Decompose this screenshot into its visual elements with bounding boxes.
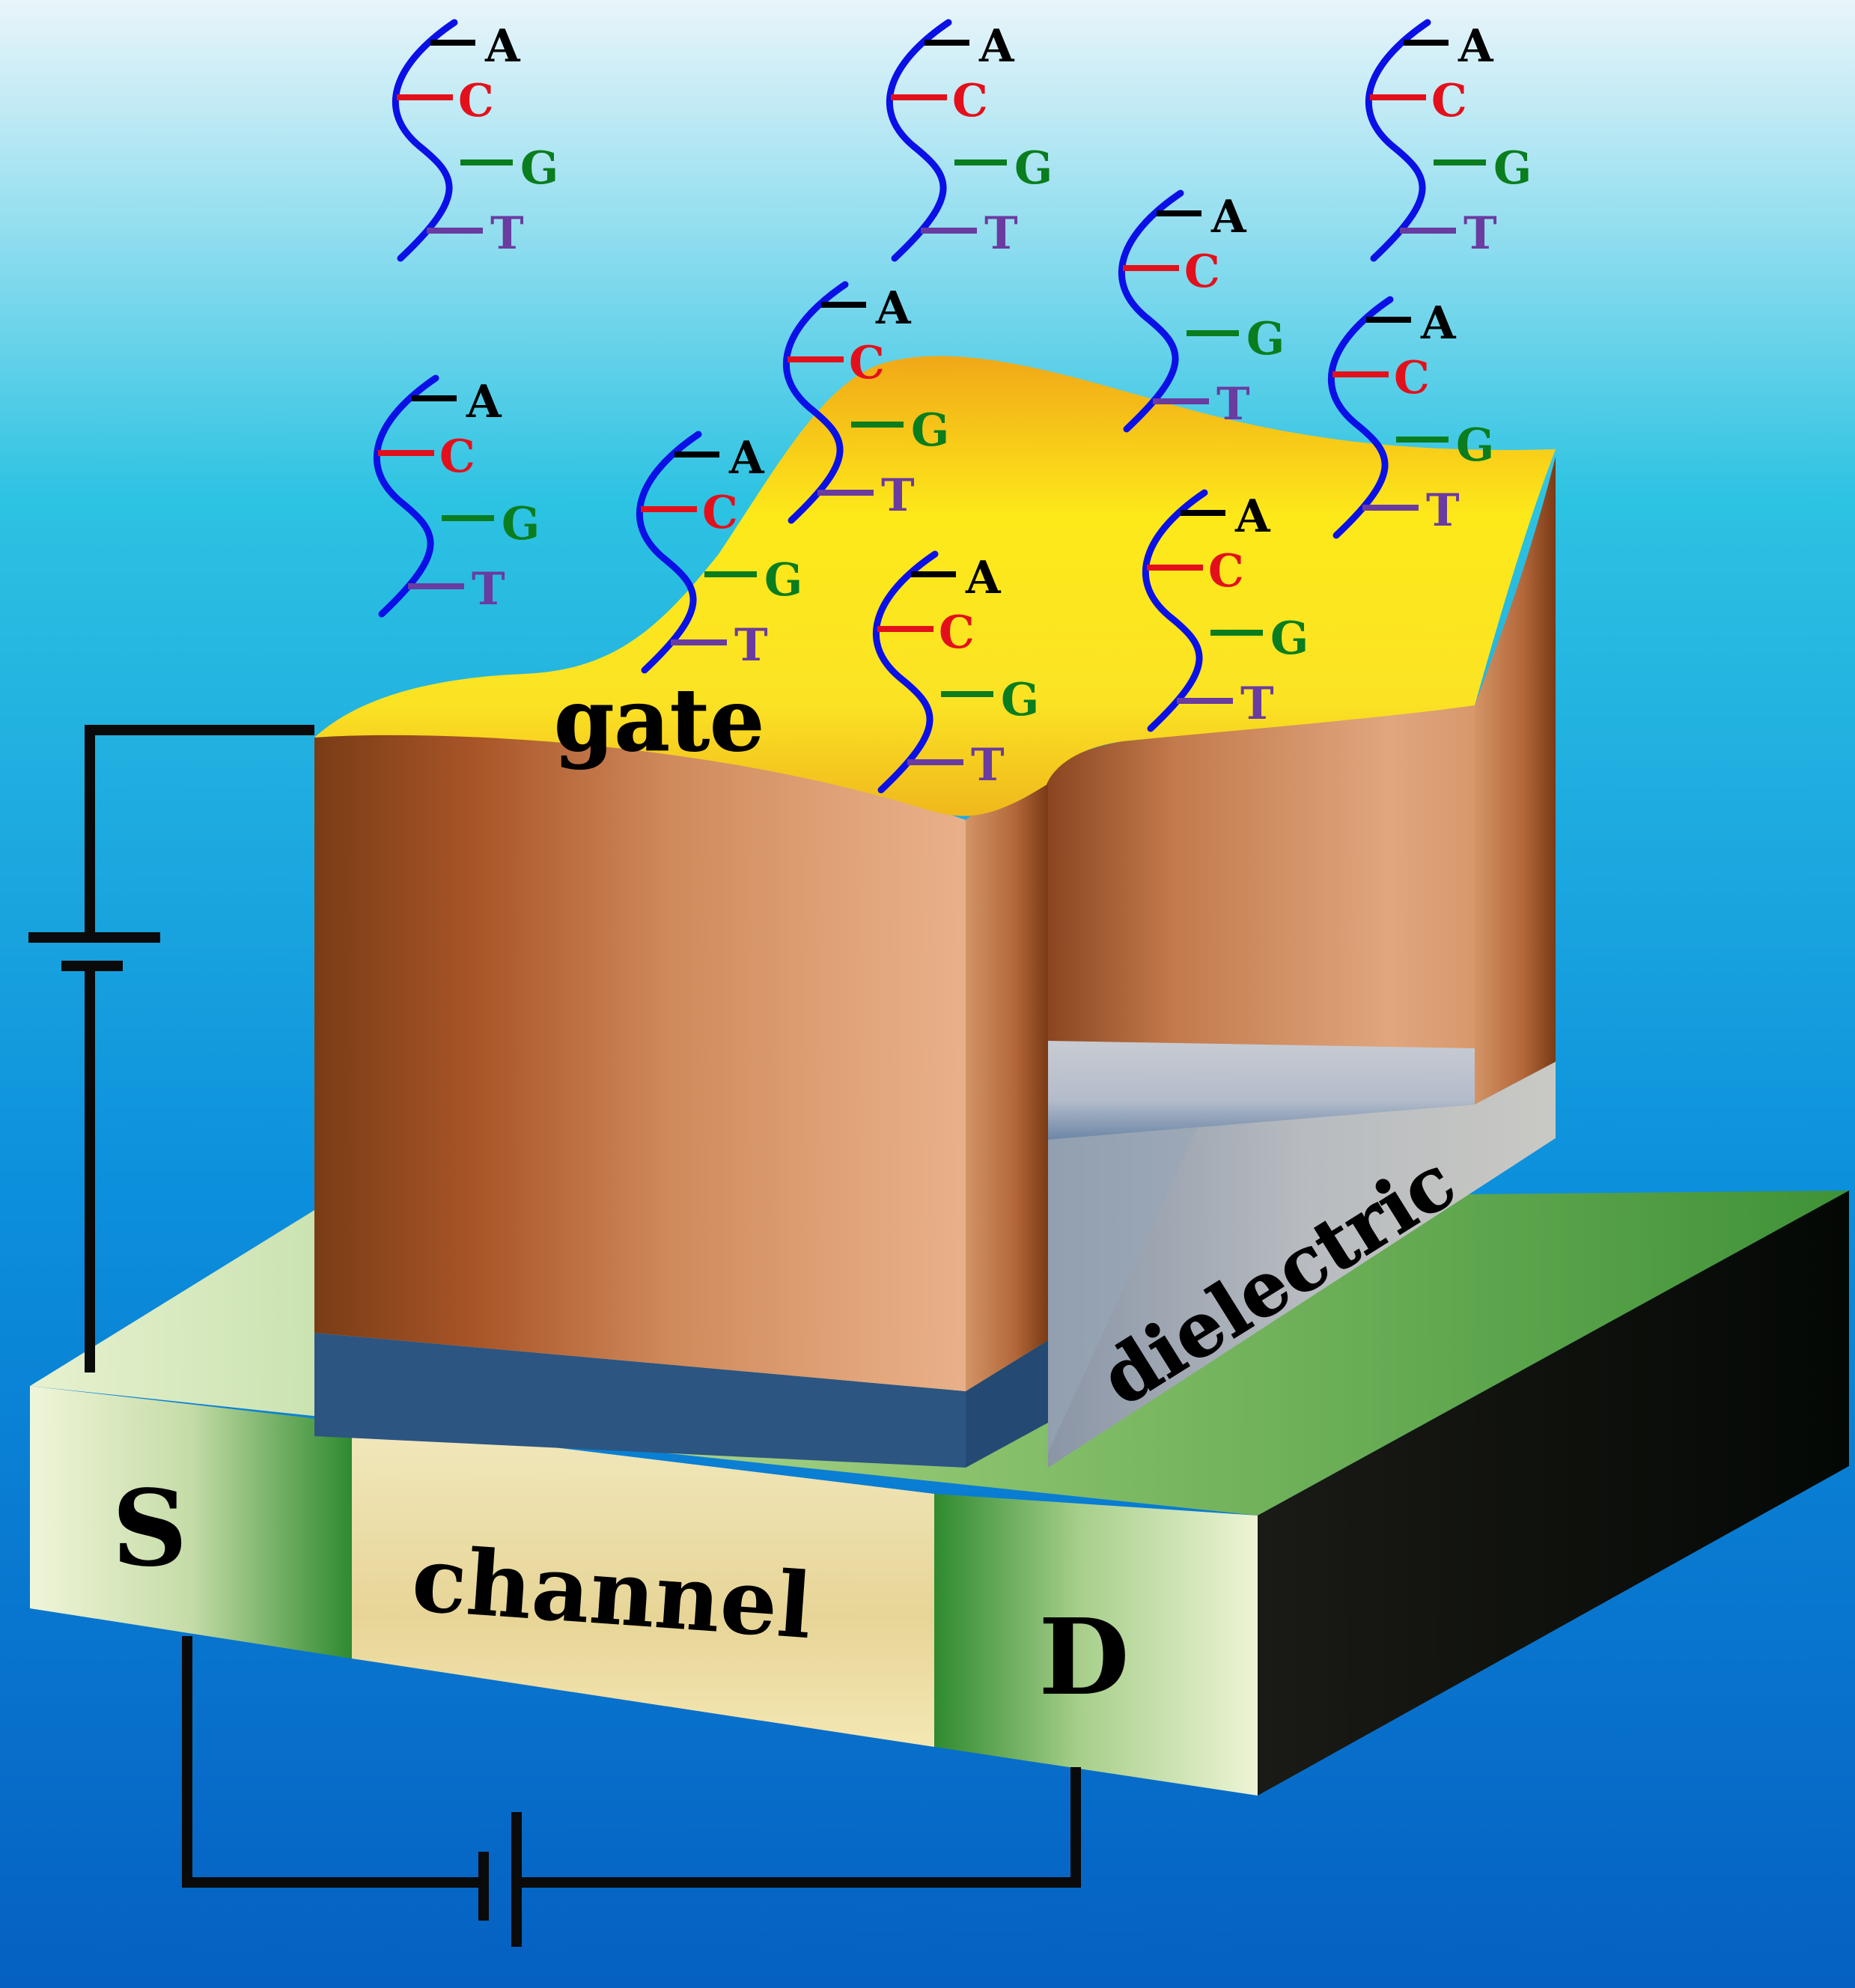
dna-base-label: A <box>1234 490 1271 543</box>
dna-base-label: T <box>490 207 524 260</box>
cavity-floor <box>1048 1041 1475 1140</box>
dna-base-label: C <box>849 337 885 389</box>
dna-backbone <box>1142 489 1208 732</box>
source-drain-circuit <box>182 1636 1081 1947</box>
dna-base-label: C <box>439 431 475 483</box>
dna-base-label: C <box>702 487 738 539</box>
substrate-right-face <box>1258 1191 1849 1796</box>
dna-base-label: A <box>484 20 521 73</box>
dna-base-label: G <box>764 554 802 607</box>
dna-base-label: T <box>1426 484 1460 537</box>
channel-region <box>352 1423 934 1747</box>
dna-base-label: A <box>1420 297 1457 350</box>
dna-base-label: G <box>502 498 540 550</box>
dna-backbone <box>783 281 849 524</box>
dna-backbone <box>636 431 702 674</box>
dna-base-label: C <box>458 75 494 127</box>
dna-base-label: A <box>466 376 502 428</box>
gate-right-side-face <box>1475 457 1556 1104</box>
drain-wire <box>517 1767 1081 1888</box>
dna-base-label: C <box>952 75 988 127</box>
gate-wire <box>85 725 314 937</box>
dna-base-label: T <box>1463 207 1497 260</box>
dna-base-label: T <box>984 207 1018 260</box>
source-label: S <box>112 1468 187 1590</box>
dna-base-label: T <box>881 469 915 522</box>
gate-block-left <box>314 732 1048 1468</box>
dna-base-label: G <box>520 142 558 195</box>
gate-dielectric-right-face <box>966 1340 1048 1468</box>
dna-backbone <box>886 19 952 262</box>
dna-base-label: C <box>1394 352 1430 404</box>
gate-block-right <box>1047 457 1556 1140</box>
dna-base-label: C <box>1431 75 1467 127</box>
gate-right-front-face <box>1047 705 1475 1140</box>
dielectric-layer <box>1048 1041 1556 1468</box>
dna-base-label: A <box>1210 191 1247 243</box>
dna-backbone <box>1328 296 1394 539</box>
gate-circuit <box>28 725 314 1373</box>
cavity-shadow <box>1048 1127 1198 1453</box>
dna-base-label: A <box>965 552 1002 604</box>
dna-base-label: G <box>1001 674 1039 726</box>
dna-base-label: G <box>1270 612 1309 665</box>
source-region <box>30 1386 352 1659</box>
source-wire <box>182 1636 479 1888</box>
dna-base-label: T <box>734 619 768 672</box>
dna-base-label: T <box>1240 678 1274 730</box>
dna-backbone <box>392 19 458 262</box>
dna-base-label: G <box>1246 313 1285 365</box>
dna-base-label: A <box>875 282 912 335</box>
drain-label: D <box>1038 1596 1129 1719</box>
dna-base-label: G <box>1456 419 1494 472</box>
dna-backbone <box>873 550 939 794</box>
gate-label: gate <box>554 670 764 771</box>
dna-backbone <box>374 374 439 618</box>
gate-dielectric-front-face <box>314 1333 966 1468</box>
dna-base-label: T <box>971 739 1005 791</box>
dna-base-label: C <box>939 607 975 659</box>
dna-base-label: T <box>1216 378 1250 431</box>
dna-base-label: C <box>1184 246 1220 298</box>
dna-base-label: G <box>1014 142 1053 195</box>
dna-base-label: T <box>472 563 505 615</box>
drain-region <box>934 1494 1258 1796</box>
gate-left-side-face <box>966 782 1048 1391</box>
dna-base-label: A <box>1458 20 1494 73</box>
dna-base-label: G <box>1493 142 1532 195</box>
dna-base-label: A <box>728 432 765 484</box>
gate-left-front-face <box>314 732 966 1391</box>
dna-backbone <box>1118 189 1184 433</box>
dna-base-label: G <box>911 404 949 457</box>
dna-base-label: A <box>978 20 1015 73</box>
dna-base-label: C <box>1208 545 1244 598</box>
gate-top-surface <box>314 356 1556 816</box>
dna-backbone <box>1365 19 1431 262</box>
